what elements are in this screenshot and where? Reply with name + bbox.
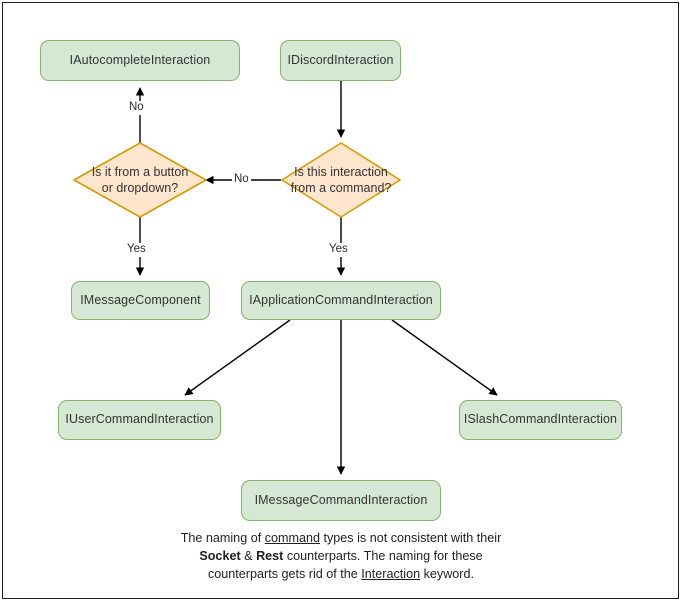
- caption-line-2-part-d: counterparts. The naming for these: [283, 548, 483, 563]
- node-message-command-interaction-label: IMessageCommandInteraction: [254, 492, 428, 507]
- edge-label-yes-application-command: Yes: [327, 243, 350, 257]
- caption-line-1-underlined-command: command: [264, 531, 320, 545]
- caption-line-2-ampersand: &: [240, 548, 257, 563]
- caption-line-3: counterparts gets rid of the Interaction…: [96, 566, 586, 584]
- node-message-component-label: IMessageComponent: [80, 292, 201, 307]
- node-decision-button-or-dropdown[interactable]: Is it from a button or dropdown?: [88, 150, 192, 210]
- edge-application-command-to-user-command: [184, 319, 291, 396]
- node-discord-interaction-label: IDiscordInteraction: [287, 52, 394, 67]
- node-autocomplete-interaction-label: IAutocompleteInteraction: [69, 52, 211, 67]
- caption-line-1-part-a: The naming of: [180, 531, 265, 545]
- node-user-command-interaction-label: IUserCommandInteraction: [65, 412, 214, 427]
- node-message-command-interaction[interactable]: IMessageCommandInteraction: [241, 480, 441, 521]
- node-message-component[interactable]: IMessageComponent: [71, 281, 210, 320]
- node-application-command-interaction-label: IApplicationCommandInteraction: [249, 292, 433, 307]
- node-user-command-interaction[interactable]: IUserCommandInteraction: [58, 400, 221, 440]
- caption-line-1: The naming of command types is not consi…: [96, 530, 586, 548]
- caption-line-1-part-c: types is not consistent with their: [320, 531, 502, 545]
- caption-line-3-underlined-interaction: Interaction: [361, 566, 421, 581]
- caption-line-2-bold-socket: Socket: [199, 548, 241, 563]
- node-decision-from-command[interactable]: Is this interaction from a command?: [285, 150, 397, 210]
- node-slash-command-interaction[interactable]: ISlashCommandInteraction: [459, 400, 622, 440]
- node-application-command-interaction[interactable]: IApplicationCommandInteraction: [241, 281, 441, 320]
- caption-line-2: Socket & Rest counterparts. The naming f…: [96, 548, 586, 566]
- edge-label-yes-message-component: Yes: [125, 243, 148, 257]
- caption-line-3-part-a: counterparts gets rid of the: [207, 566, 362, 581]
- node-discord-interaction[interactable]: IDiscordInteraction: [280, 40, 401, 81]
- edge-application-command-to-slash-command: [391, 319, 498, 396]
- node-decision-button-or-dropdown-label: Is it from a button or dropdown?: [91, 164, 189, 196]
- caption-line-3-part-c: keyword.: [420, 566, 475, 581]
- node-decision-from-command-label: Is this interaction from a command?: [290, 164, 392, 196]
- node-slash-command-interaction-label: ISlashCommandInteraction: [463, 412, 618, 427]
- edge-label-no-autocomplete: No: [127, 101, 146, 115]
- edge-label-no-to-button-decision: No: [232, 173, 251, 187]
- node-autocomplete-interaction[interactable]: IAutocompleteInteraction: [40, 40, 240, 81]
- caption-line-2-bold-rest: Rest: [256, 548, 284, 563]
- diagram-caption: The naming of command types is not consi…: [96, 530, 586, 584]
